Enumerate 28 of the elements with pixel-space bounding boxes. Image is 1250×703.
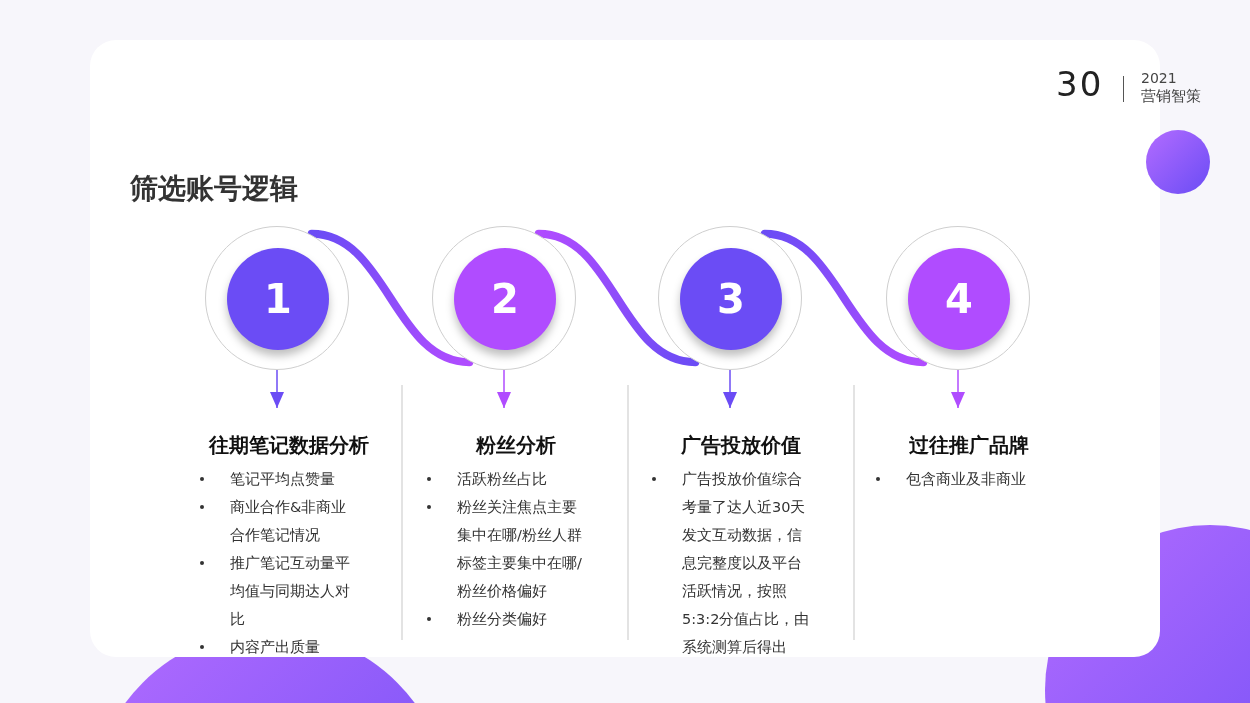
bullet-text: 内容产出质量 [230,639,320,655]
page-number: 30 [1056,66,1104,104]
bullet-text: 活跃粉丝占比 [457,471,547,487]
bullet-text: 广告投放价值综合考量了达人近30天发文互动数据，信息完整度以及平台活跃情况，按照5:3:2分值占比，由系统测算后得出 [682,471,810,655]
bullet-text: 粉丝分类偏好 [457,611,547,627]
step-number: 3 [680,248,782,350]
triangle-arrow [270,369,284,409]
bullet-text: 商业合作&非商业合作笔记情况 [230,499,347,543]
slide-title: 筛选账号逻辑 [130,171,298,207]
column-heading: 粉丝分析 [474,432,557,459]
triangle-arrow [723,369,737,409]
bullet-text: 笔记平均点赞量 [230,471,335,487]
bullet-text: 包含商业及非商业 [906,471,1026,487]
subtitle-text: 营销智策 [1141,88,1201,105]
triangle-arrow [497,369,511,409]
bullet-text: 粉丝关注焦点主要集中在哪/粉丝人群标签主要集中在哪/粉丝价格偏好 [457,499,582,599]
step-number: 1 [227,248,329,350]
column-heading: 广告投放价值 [680,432,802,459]
wave-connector [307,229,474,367]
bullet-text: 推广笔记互动量平均值与同期达人对比 [230,555,350,627]
year-text: 2021 [1141,71,1177,87]
step-number: 4 [908,248,1010,350]
wave-connector [760,229,928,367]
step-number: 2 [454,248,556,350]
column-heading: 往期笔记数据分析 [207,432,370,459]
column-heading: 过往推广品牌 [908,432,1030,459]
wave-connector [534,229,700,367]
triangle-arrow [951,369,965,409]
